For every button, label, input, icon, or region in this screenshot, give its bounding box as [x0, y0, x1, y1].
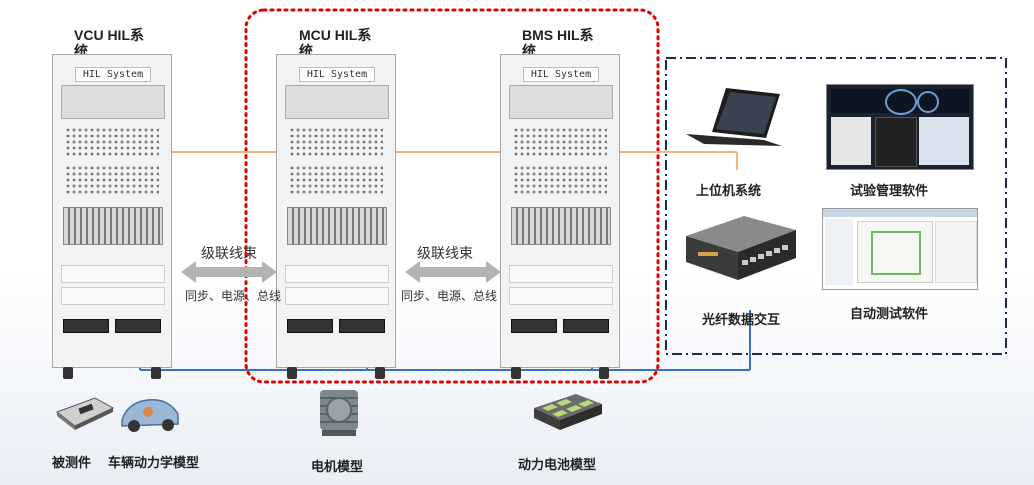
card-rack [63, 207, 163, 245]
caster-wheel [63, 367, 73, 379]
battery-pack-icon [534, 394, 602, 430]
fiber-data-exchange-label: 光纤数据交互 [702, 312, 781, 327]
cabinet-vcu: HIL System [52, 54, 172, 379]
power-supply [287, 319, 333, 333]
cascade-arrows [181, 261, 501, 283]
blank-plate [509, 265, 613, 283]
hil-system-label: HIL System [75, 67, 151, 82]
cascade-harness-label: 级联线束 [201, 245, 257, 261]
laptop-icon [686, 88, 782, 146]
cabinet-mcu: HIL System [276, 54, 396, 379]
blank-plate [61, 287, 165, 305]
blank-plate [61, 265, 165, 283]
blank-plate [285, 287, 389, 305]
power-supply [563, 319, 609, 333]
ecu-device-icon [55, 397, 115, 430]
caster-wheel [599, 367, 609, 379]
control-panel [509, 85, 613, 119]
hil-system-label: HIL System [299, 67, 375, 82]
network-switch-icon [686, 216, 796, 280]
io-connector-grid [65, 127, 159, 157]
cabinet-bms: HIL System [500, 54, 620, 379]
hil-system-label: HIL System [523, 67, 599, 82]
caster-wheel [151, 367, 161, 379]
blank-plate [509, 287, 613, 305]
io-connector-grid [65, 165, 159, 195]
io-connector-grid [513, 165, 607, 195]
power-supply [115, 319, 161, 333]
blank-plate [285, 265, 389, 283]
vehicle-model-icon [121, 399, 179, 432]
auto-test-screenshot [822, 208, 978, 290]
vehicle-dynamics-label: 车辆动力学模型 [108, 455, 200, 470]
power-supply [511, 319, 557, 333]
caster-wheel [511, 367, 521, 379]
io-connector-grid [289, 127, 383, 157]
control-panel [285, 85, 389, 119]
host-system-label: 上位机系统 [696, 183, 762, 198]
caster-wheel [287, 367, 297, 379]
cascade-harness-subtitle: 同步、电源、总线 [185, 289, 282, 303]
dut-label: 被测件 [52, 455, 92, 470]
auto-test-label: 自动测试软件 [850, 306, 929, 321]
card-rack [511, 207, 611, 245]
host-area-border [665, 57, 1007, 355]
cascade-harness-label: 级联线束 [417, 245, 473, 261]
cascade-harness-subtitle: 同步、电源、总线 [401, 289, 498, 303]
control-panel [61, 85, 165, 119]
test-management-screenshot [826, 84, 974, 170]
motor-icon [320, 390, 358, 436]
caster-wheel [375, 367, 385, 379]
io-connector-grid [513, 127, 607, 157]
test-management-label: 试验管理软件 [850, 183, 929, 198]
mcu-bms-highlight-border [244, 8, 660, 384]
card-rack [287, 207, 387, 245]
motor-model-label: 电机模型 [311, 459, 364, 474]
power-supply [339, 319, 385, 333]
io-connector-grid [289, 165, 383, 195]
power-supply [63, 319, 109, 333]
battery-model-label: 动力电池模型 [518, 457, 597, 472]
